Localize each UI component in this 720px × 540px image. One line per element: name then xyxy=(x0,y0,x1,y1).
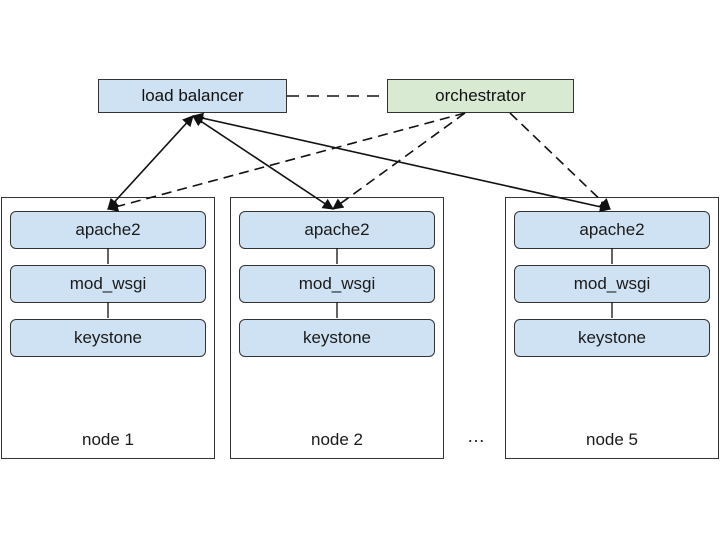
component-label: apache2 xyxy=(304,220,370,239)
node-1-label: node 1 xyxy=(82,430,134,449)
component-label: keystone xyxy=(577,328,647,347)
orchestrator-label: orchestrator xyxy=(435,86,526,105)
node-2-keystone[interactable]: keystone xyxy=(239,319,435,357)
node-1: apache2 mod_wsgi keystone node 1 xyxy=(1,197,215,459)
lb-node2-edge xyxy=(192,115,334,210)
load-balancer-label: load balancer xyxy=(141,86,244,105)
node-1-keystone[interactable]: keystone xyxy=(10,319,206,357)
component-label: keystone xyxy=(73,328,143,347)
orch-node5-edge xyxy=(509,112,611,210)
orch-node2-edge xyxy=(332,112,466,210)
ellipsis: … xyxy=(467,426,485,446)
component-label: apache2 xyxy=(579,220,645,239)
component-label: keystone xyxy=(302,328,372,347)
node-5-apache2[interactable]: apache2 xyxy=(514,211,710,249)
orch-node1-edge xyxy=(106,112,466,212)
node-5-label: node 5 xyxy=(586,430,638,449)
node-5-mod-wsgi[interactable]: mod_wsgi xyxy=(514,265,710,303)
lb-node1-edge xyxy=(107,115,194,210)
orchestrator-box[interactable]: orchestrator xyxy=(387,79,574,113)
node-2: apache2 mod_wsgi keystone node 2 xyxy=(230,197,444,459)
load-balancer-box[interactable]: load balancer xyxy=(98,79,287,113)
component-label: apache2 xyxy=(75,220,141,239)
node-2-apache2[interactable]: apache2 xyxy=(239,211,435,249)
node-2-mod-wsgi[interactable]: mod_wsgi xyxy=(239,265,435,303)
node-5-keystone[interactable]: keystone xyxy=(514,319,710,357)
node-2-label: node 2 xyxy=(311,430,363,449)
component-label: mod_wsgi xyxy=(298,274,376,293)
node-5: apache2 mod_wsgi keystone node 5 xyxy=(505,197,719,459)
component-label: mod_wsgi xyxy=(69,274,147,293)
lb-node5-edge xyxy=(191,112,612,213)
component-label: mod_wsgi xyxy=(573,274,651,293)
